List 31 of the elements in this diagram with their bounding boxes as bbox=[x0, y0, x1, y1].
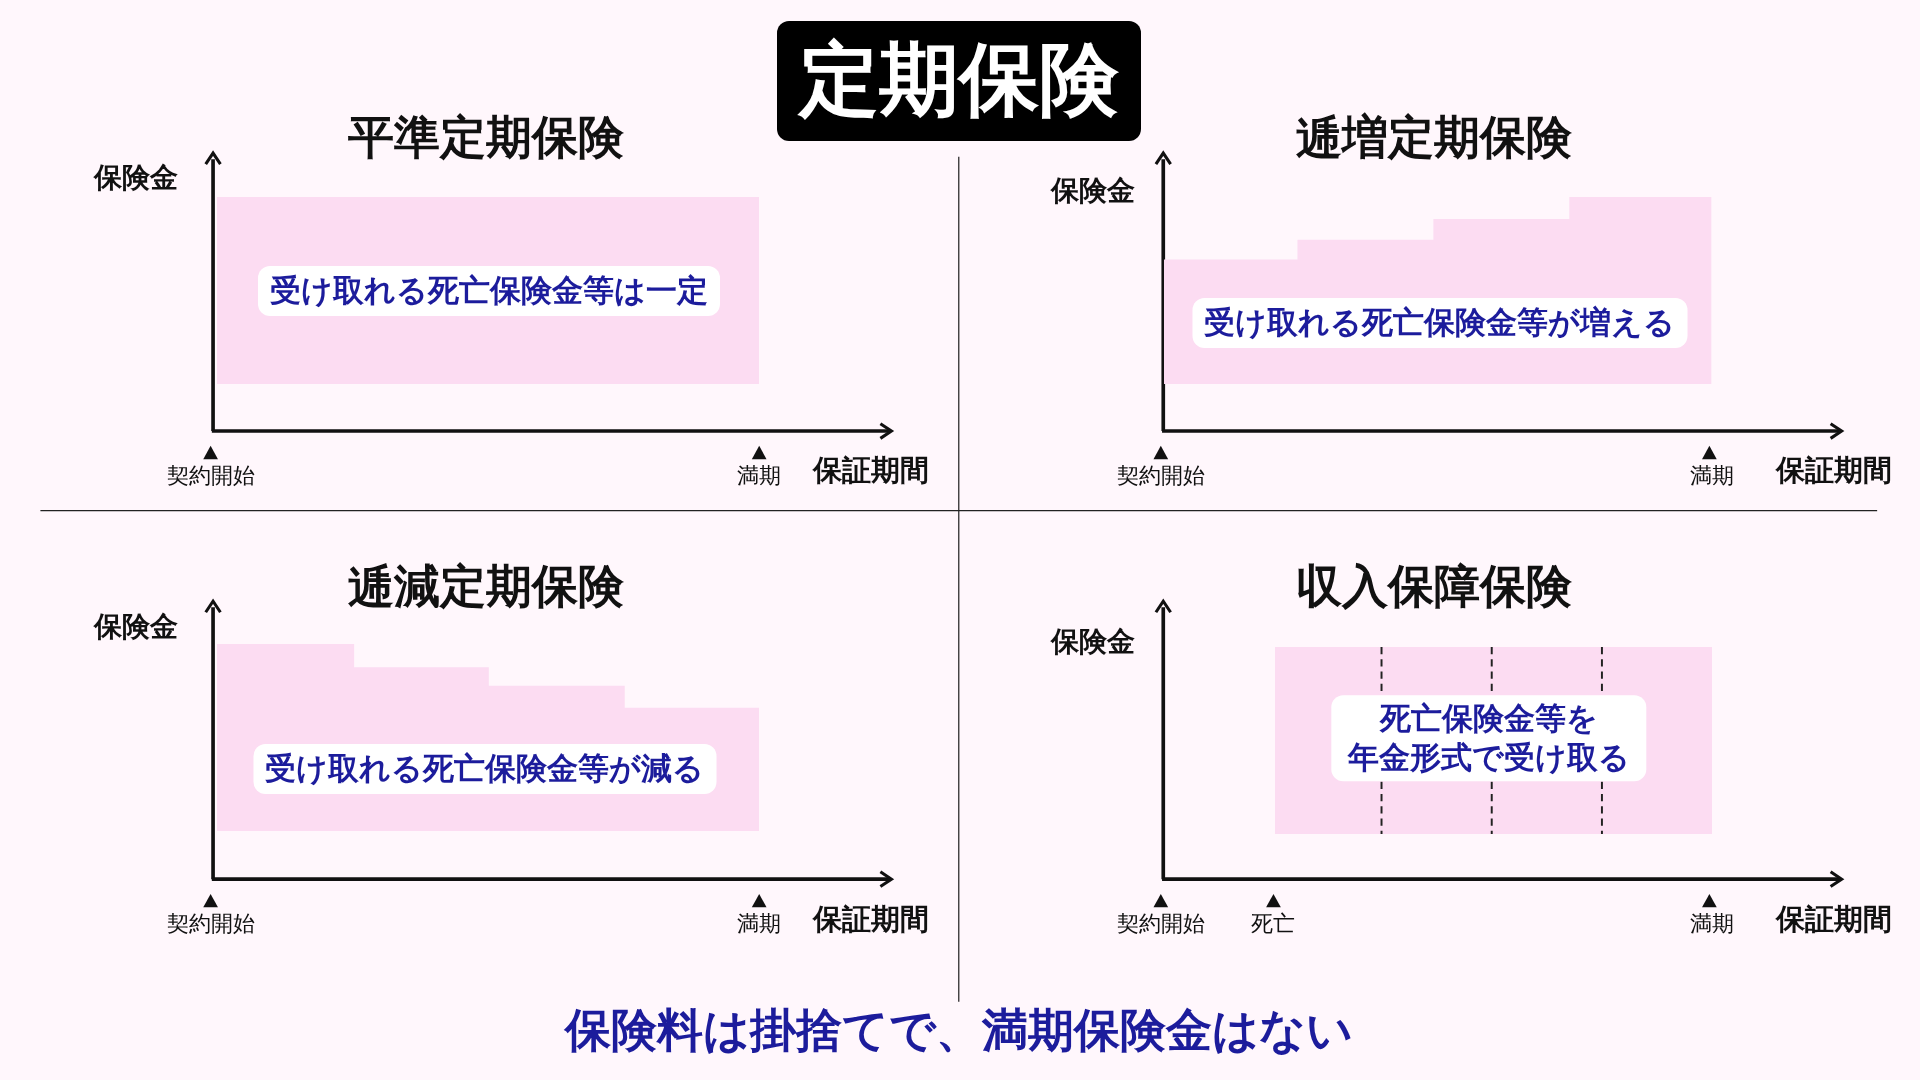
text-label: 受け取れる死亡保険金等が減る bbox=[253, 743, 717, 794]
tick-label: 満期 bbox=[737, 910, 782, 939]
axis-label: 保険金 bbox=[93, 159, 178, 196]
stepped-area bbox=[1164, 197, 1712, 385]
title-banner: 定期保険 bbox=[776, 20, 1141, 141]
stepped-area bbox=[216, 644, 760, 832]
axis-label: 保険金 bbox=[93, 608, 178, 645]
heading: 逓減定期保険 bbox=[348, 557, 625, 615]
axis-label: 保証期間 bbox=[812, 900, 929, 938]
heading: 収入保障保険 bbox=[1295, 557, 1572, 615]
shaded-area bbox=[1274, 646, 1712, 834]
caption: 保険料は掛捨てで、満期保険金はない bbox=[564, 1002, 1353, 1059]
axis-label: 保険金 bbox=[1051, 173, 1136, 209]
heading: 逓増定期保険 bbox=[1295, 109, 1572, 167]
axis-label: 保証期間 bbox=[1776, 900, 1893, 938]
text-label: 死亡保険金等を年金形式で受け取る bbox=[1331, 695, 1647, 782]
tick-label: 契約開始 bbox=[1116, 910, 1205, 939]
tick-label: 契約開始 bbox=[166, 910, 255, 939]
text-label: 受け取れる死亡保険金等は一定 bbox=[257, 266, 720, 317]
axis-label: 保証期間 bbox=[1776, 452, 1893, 490]
tick-label: 死亡 bbox=[1251, 910, 1296, 939]
text-label: 受け取れる死亡保険金等が増える bbox=[1192, 298, 1688, 349]
tick-label: 契約開始 bbox=[166, 462, 255, 491]
shaded-area bbox=[216, 197, 760, 385]
tick-label: 満期 bbox=[737, 462, 782, 491]
tick-label: 満期 bbox=[1689, 910, 1734, 939]
axis-label: 保証期間 bbox=[812, 452, 929, 490]
tick-label: 契約開始 bbox=[1116, 462, 1205, 491]
axis-label: 保険金 bbox=[1051, 623, 1136, 660]
tick-label: 満期 bbox=[1689, 462, 1734, 491]
heading: 平準定期保険 bbox=[348, 109, 625, 167]
